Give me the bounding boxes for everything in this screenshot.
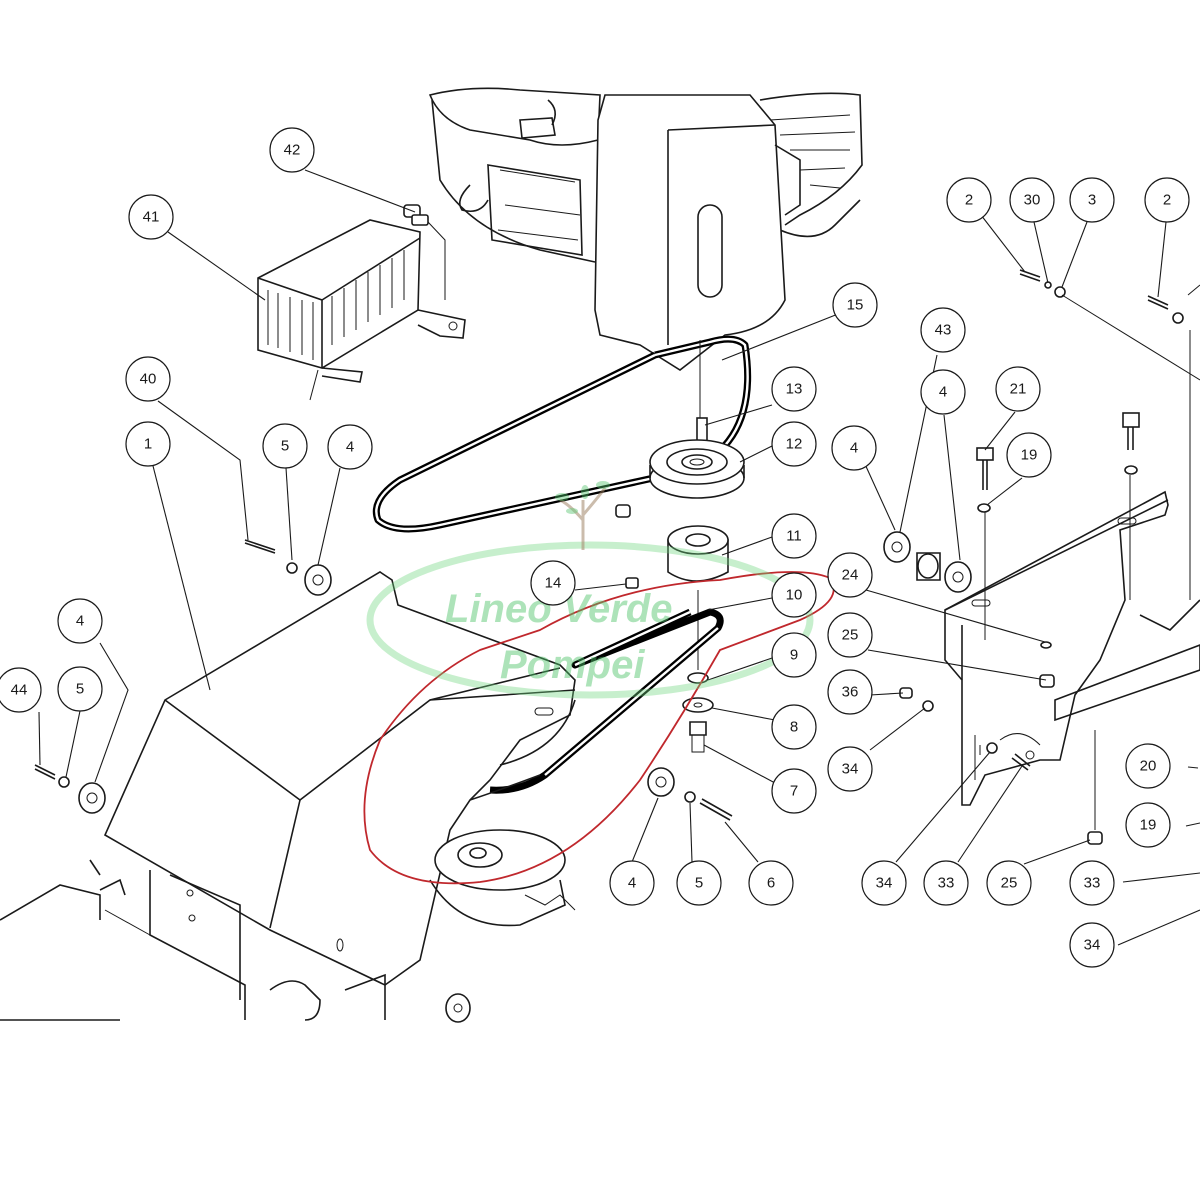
callout-2: 2 — [946, 177, 992, 223]
callout-33: 33 — [1069, 860, 1115, 906]
callout-4: 4 — [831, 425, 877, 471]
callout-41: 41 — [128, 194, 174, 240]
callout-11: 11 — [771, 513, 817, 559]
callout-label: 33 — [1084, 875, 1101, 892]
engine-drawing — [428, 87, 863, 371]
callout-33: 33 — [923, 860, 969, 906]
callout-5: 5 — [262, 423, 308, 469]
callout-9: 9 — [771, 632, 817, 678]
callout-44: 44 — [0, 667, 42, 713]
callout-34: 34 — [861, 860, 907, 906]
callout-5: 5 — [676, 860, 722, 906]
callout-label: 40 — [140, 371, 157, 388]
callout-13: 13 — [771, 366, 817, 412]
callout-12: 12 — [771, 421, 817, 467]
callout-19: 19 — [1125, 802, 1171, 848]
callout-4: 4 — [327, 424, 373, 470]
callout-label: 4 — [346, 439, 354, 456]
callout-36: 36 — [827, 669, 873, 715]
callout-label: 12 — [786, 436, 803, 453]
callout-label: 30 — [1024, 192, 1041, 209]
callout-label: 24 — [842, 567, 859, 584]
callout-4: 4 — [920, 369, 966, 415]
lower-pulley — [429, 829, 576, 927]
callout-24: 24 — [827, 552, 873, 598]
callout-42: 42 — [269, 127, 315, 173]
callout-4: 4 — [57, 598, 103, 644]
callout-label: 4 — [628, 875, 636, 892]
callout-30: 30 — [1009, 177, 1055, 223]
right-bracket — [883, 269, 1200, 845]
callout-3: 3 — [1069, 177, 1115, 223]
callout-10: 10 — [771, 572, 817, 618]
highlight-circle — [363, 571, 835, 885]
callout-5: 5 — [57, 666, 103, 712]
callout-2: 2 — [1144, 177, 1190, 223]
callout-label: 41 — [143, 209, 160, 226]
callout-15: 15 — [832, 282, 878, 328]
callout-34: 34 — [1069, 922, 1115, 968]
pulley-stack — [615, 340, 745, 753]
callout-21: 21 — [995, 366, 1041, 412]
callout-label: 34 — [842, 761, 859, 778]
callout-label: 4 — [850, 440, 858, 457]
callout-label: 4 — [939, 384, 947, 401]
callout-label: 8 — [790, 719, 798, 736]
callout-label: 1 — [144, 436, 152, 453]
callout-label: 11 — [786, 528, 802, 545]
callout-label: 7 — [790, 783, 798, 800]
callout-40: 40 — [125, 356, 171, 402]
callout-label: 44 — [11, 682, 28, 699]
callouts: 42 41 15 40 1 5 4 13 12 11 14 10 9 8 7 4… — [0, 127, 1190, 968]
belt-cover-1 — [103, 571, 576, 986]
callout-8: 8 — [771, 704, 817, 750]
callout-label: 6 — [767, 875, 775, 892]
callout-34: 34 — [827, 746, 873, 792]
screw-42 — [403, 204, 446, 300]
callout-label: 9 — [790, 647, 798, 664]
callout-label: 13 — [786, 381, 803, 398]
callout-label: 15 — [847, 297, 864, 314]
drive-belt-10 — [489, 608, 724, 794]
callout-1: 1 — [125, 421, 171, 467]
callout-label: 5 — [281, 438, 289, 455]
grille-guard-41 — [257, 219, 466, 401]
callout-20: 20 — [1125, 743, 1171, 789]
callout-label: 21 — [1010, 381, 1027, 398]
callout-label: 10 — [786, 587, 803, 604]
callout-label: 14 — [545, 575, 562, 592]
callout-label: 34 — [1084, 937, 1101, 954]
callout-25: 25 — [986, 860, 1032, 906]
callout-6: 6 — [748, 860, 794, 906]
watermark: Lineo Verde Pompei — [366, 481, 814, 699]
callout-label: 36 — [842, 684, 859, 701]
watermark-line2: Pompei — [500, 643, 645, 687]
machine-frame — [0, 859, 471, 1023]
callout-label: 2 — [965, 192, 973, 209]
callout-43: 43 — [920, 307, 966, 353]
callout-label: 19 — [1021, 447, 1038, 464]
callout-label: 33 — [938, 875, 955, 892]
callout-label: 5 — [76, 681, 84, 698]
callout-4: 4 — [609, 860, 655, 906]
callout-label: 43 — [935, 322, 952, 339]
callout-label: 20 — [1140, 758, 1157, 775]
left-hardware — [34, 539, 733, 821]
callout-label: 25 — [842, 627, 859, 644]
callout-25: 25 — [827, 612, 873, 658]
callout-label: 5 — [695, 875, 703, 892]
callout-label: 4 — [76, 613, 84, 630]
callout-label: 2 — [1163, 192, 1171, 209]
callout-7: 7 — [771, 768, 817, 814]
callout-19: 19 — [1006, 432, 1052, 478]
callout-label: 3 — [1088, 192, 1096, 209]
callout-label: 25 — [1001, 875, 1018, 892]
callout-label: 19 — [1140, 817, 1157, 834]
callout-label: 34 — [876, 875, 893, 892]
callout-label: 42 — [284, 142, 301, 159]
callout-14: 14 — [530, 560, 576, 606]
